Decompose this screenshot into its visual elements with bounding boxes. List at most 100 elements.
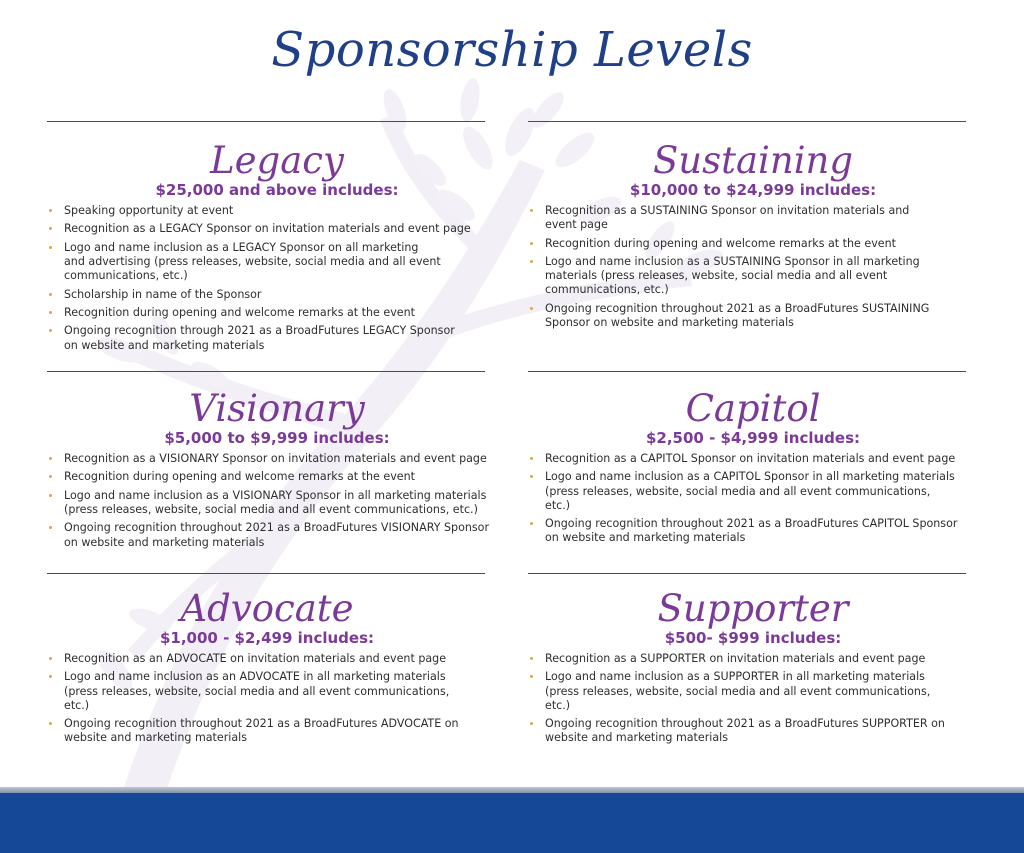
bullet-icon <box>49 245 52 249</box>
benefit-item: Recognition as a LEGACY Sponsor on invit… <box>47 222 507 236</box>
benefit-text: Recognition during opening and welcome r… <box>64 470 416 484</box>
bullet-icon <box>49 292 52 296</box>
benefit-text: Logo and name inclusion as a VISIONARY S… <box>64 488 487 516</box>
level-price: $10,000 to $24,999 includes: <box>629 181 877 199</box>
bullet-icon <box>49 209 52 212</box>
level-capitol: Capitol $2,500 - $4,999 includes: Recogn… <box>528 389 988 550</box>
bullet-icon <box>49 526 52 530</box>
level-name: Supporter <box>657 587 849 630</box>
level-name: Advocate <box>180 587 354 630</box>
benefit-item: Logo and name inclusion as a SUPPORTER i… <box>528 670 988 713</box>
bullet-icon <box>49 493 52 497</box>
level-sustaining: Sustaining $10,000 to $24,999 includes: … <box>528 141 978 334</box>
benefit-list: Recognition as a SUPPORTER on invitation… <box>528 652 988 746</box>
benefit-text: Ongoing recognition through 2021 as a Br… <box>64 324 455 352</box>
level-name: Sustaining <box>652 139 854 182</box>
benefit-item: Speaking opportunity at event <box>47 204 507 218</box>
benefit-text: Logo and name inclusion as a CAPITOL Spo… <box>545 470 955 512</box>
level-name: Capitol <box>685 387 821 430</box>
level-price: $25,000 and above includes: <box>155 181 399 199</box>
level-visionary: Visionary $5,000 to $9,999 includes: Rec… <box>47 389 507 554</box>
benefit-text: Ongoing recognition throughout 2021 as a… <box>545 717 945 745</box>
benefit-text: Logo and name inclusion as a LEGACY Spon… <box>64 240 441 283</box>
benefit-text: Recognition as a SUPPORTER on invitation… <box>545 652 926 665</box>
benefit-text: Logo and name inclusion as a SUPPORTER i… <box>545 670 931 712</box>
level-price: $500- $999 includes: <box>664 629 842 647</box>
benefit-text: Ongoing recognition throughout 2021 as a… <box>545 517 958 545</box>
benefit-list: Recognition as a CAPITOL Sponsor on invi… <box>528 452 988 546</box>
benefit-list: Recognition as a SUSTAINING Sponsor on i… <box>528 204 978 330</box>
level-price: $5,000 to $9,999 includes: <box>164 429 390 447</box>
bullet-icon <box>530 657 533 660</box>
benefit-item: Recognition as a SUSTAINING Sponsor on i… <box>528 204 978 232</box>
divider-left-bottom <box>47 573 485 574</box>
benefit-text: Logo and name inclusion as a SUSTAINING … <box>545 254 920 297</box>
benefit-item: Logo and name inclusion as a VISIONARY S… <box>47 489 507 517</box>
benefit-text: Scholarship in name of the Sponsor <box>64 287 262 301</box>
benefit-item: Ongoing recognition throughout 2021 as a… <box>528 717 988 745</box>
divider-left-top <box>47 121 485 122</box>
benefit-item: Recognition as a VISIONARY Sponsor on in… <box>47 452 507 466</box>
bullet-icon <box>530 675 533 679</box>
level-price: $1,000 - $2,499 includes: <box>159 629 375 647</box>
bullet-icon <box>530 209 533 212</box>
page-title: Sponsorship Levels <box>271 22 753 78</box>
benefit-item: Logo and name inclusion as a LEGACY Spon… <box>47 241 507 284</box>
benefit-text: Recognition as an ADVOCATE on invitation… <box>64 652 447 665</box>
benefit-item: Scholarship in name of the Sponsor <box>47 288 507 302</box>
footer-band-edge <box>0 787 1024 795</box>
divider-right-bottom <box>528 573 966 574</box>
benefit-list: Recognition as an ADVOCATE on invitation… <box>47 652 507 746</box>
benefit-item: Ongoing recognition throughout 2021 as a… <box>47 521 507 549</box>
bullet-icon <box>49 722 52 726</box>
benefit-text: Recognition as a VISIONARY Sponsor on in… <box>64 452 487 465</box>
bullet-icon <box>530 259 533 263</box>
bullet-icon <box>49 675 52 679</box>
benefit-list: Recognition as a VISIONARY Sponsor on in… <box>47 452 507 550</box>
bullet-icon <box>530 475 533 479</box>
benefit-text: Recognition during opening and welcome r… <box>64 305 416 319</box>
bullet-icon <box>49 329 52 333</box>
benefit-item: Ongoing recognition throughout 2021 as a… <box>47 717 507 745</box>
benefit-text: Logo and name inclusion as an ADVOCATE i… <box>64 670 450 712</box>
divider-right-top <box>528 121 966 122</box>
level-legacy: Legacy $25,000 and above includes: Speak… <box>47 141 507 357</box>
benefit-text: Ongoing recognition throughout 2021 as a… <box>64 521 490 549</box>
level-name: Legacy <box>210 139 344 182</box>
bullet-icon <box>530 457 533 460</box>
divider-right-middle <box>528 371 966 372</box>
footer-band <box>0 793 1024 853</box>
benefit-item: Recognition during opening and welcome r… <box>47 470 507 484</box>
benefit-item: Ongoing recognition throughout 2021 as a… <box>528 517 988 545</box>
bullet-icon <box>530 241 533 245</box>
level-name: Visionary <box>189 387 365 430</box>
benefit-item: Logo and name inclusion as a CAPITOL Spo… <box>528 470 988 513</box>
level-advocate: Advocate $1,000 - $2,499 includes: Recog… <box>47 589 507 750</box>
benefit-text: Ongoing recognition throughout 2021 as a… <box>545 301 930 329</box>
level-price: $2,500 - $4,999 includes: <box>645 429 861 447</box>
level-supporter: Supporter $500- $999 includes: Recogniti… <box>528 589 988 750</box>
bullet-icon <box>530 522 533 526</box>
bullet-icon <box>530 306 533 310</box>
benefit-item: Recognition as a CAPITOL Sponsor on invi… <box>528 452 988 466</box>
bullet-icon <box>49 475 52 479</box>
benefit-item: Ongoing recognition through 2021 as a Br… <box>47 324 507 352</box>
benefit-text: Recognition as a SUSTAINING Sponsor on i… <box>545 204 910 232</box>
benefit-item: Recognition as a SUPPORTER on invitation… <box>528 652 988 666</box>
bullet-icon <box>530 722 533 726</box>
benefit-item: Recognition as an ADVOCATE on invitation… <box>47 652 507 666</box>
benefit-text: Recognition as a LEGACY Sponsor on invit… <box>64 222 471 236</box>
benefit-item: Ongoing recognition throughout 2021 as a… <box>528 302 978 330</box>
bullet-icon <box>49 657 52 660</box>
benefit-item: Logo and name inclusion as a SUSTAINING … <box>528 255 978 298</box>
bullet-icon <box>49 457 52 460</box>
benefit-item: Recognition during opening and welcome r… <box>528 237 978 251</box>
benefit-text: Ongoing recognition throughout 2021 as a… <box>64 717 459 745</box>
benefit-item: Logo and name inclusion as an ADVOCATE i… <box>47 670 507 713</box>
bullet-icon <box>49 310 52 314</box>
bullet-icon <box>49 227 52 231</box>
benefit-text: Speaking opportunity at event <box>64 204 234 217</box>
benefit-text: Recognition during opening and welcome r… <box>545 236 897 250</box>
benefit-list: Speaking opportunity at event Recognitio… <box>47 204 507 353</box>
